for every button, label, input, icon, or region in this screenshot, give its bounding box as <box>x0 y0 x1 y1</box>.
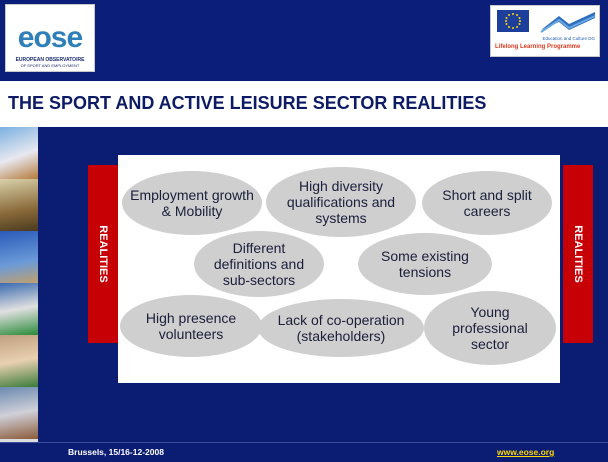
footer-website-link[interactable]: www.eose.org <box>497 447 555 457</box>
photo-fitness <box>0 335 38 387</box>
eose-logo: eose EUROPEAN OBSERVATOIRE OF SPORT AND … <box>5 4 95 72</box>
llp-label: Lifelong Learning Programme <box>495 44 581 50</box>
eose-logo-line2: OF SPORT AND EMPLOYMENT <box>20 63 80 68</box>
eu-flag-icon <box>497 10 529 32</box>
realities-bar-left: REALITIES <box>88 165 118 343</box>
footer-bar: Brussels, 15/16-12-2008 www.eose.org <box>0 442 608 462</box>
slide-title: THE SPORT AND ACTIVE LEISURE SECTOR REAL… <box>8 93 487 113</box>
title-bar: THE SPORT AND ACTIVE LEISURE SECTOR REAL… <box>0 81 608 127</box>
realities-panel: Employment growth & Mobility High divers… <box>118 155 560 383</box>
lifelong-learning-logo: Education and Culture DG Lifelong Learni… <box>490 5 600 57</box>
photo-field <box>0 283 38 335</box>
swoosh-icon <box>540 12 596 33</box>
bubble-definitions: Different definitions and sub-sectors <box>194 231 324 297</box>
realities-bar-right: REALITIES <box>563 165 593 343</box>
bubble-tensions: Some existing tensions <box>358 233 492 295</box>
eose-logo-name: eose <box>17 21 83 54</box>
bubble-cooperation: Lack of co-operation (stakeholders) <box>258 299 424 357</box>
bubble-diversity: High diversity qualifications and system… <box>266 167 416 237</box>
photo-runner <box>0 387 38 439</box>
dg-label: Education and Culture DG <box>542 36 595 41</box>
bubble-volunteers: High presence volunteers <box>120 295 262 357</box>
bubble-employment: Employment growth & Mobility <box>122 171 262 235</box>
footer-location-date: Brussels, 15/16-12-2008 <box>68 447 164 457</box>
bubble-careers: Short and split careers <box>422 171 552 235</box>
bubble-young: Young professional sector <box>424 291 556 365</box>
photo-bike <box>0 179 38 231</box>
realities-label-left: REALITIES <box>97 225 109 283</box>
eose-logo-line1: EUROPEAN OBSERVATOIRE <box>15 57 85 63</box>
photo-swim <box>0 231 38 283</box>
realities-label-right: REALITIES <box>572 225 584 283</box>
photo-ski <box>0 127 38 179</box>
photo-stripe <box>0 127 38 442</box>
